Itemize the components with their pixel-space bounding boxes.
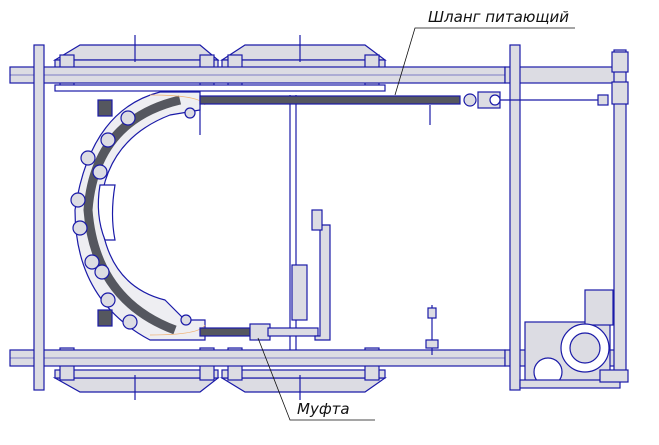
c-shaped-carriage: [70, 91, 206, 341]
coupling-label: Муфта: [297, 400, 350, 418]
top-right-bracket: [611, 51, 629, 105]
coupling-leader: [257, 337, 375, 421]
small-gauge: [425, 305, 439, 355]
supply-hose-leader: [394, 27, 575, 96]
lower-hose-with-coupling: [199, 209, 331, 341]
drive-unit: [519, 289, 629, 389]
vertical-posts: [33, 44, 627, 391]
supply-hose-label: Шланг питающий: [428, 8, 569, 26]
supply-hose: [199, 91, 609, 125]
